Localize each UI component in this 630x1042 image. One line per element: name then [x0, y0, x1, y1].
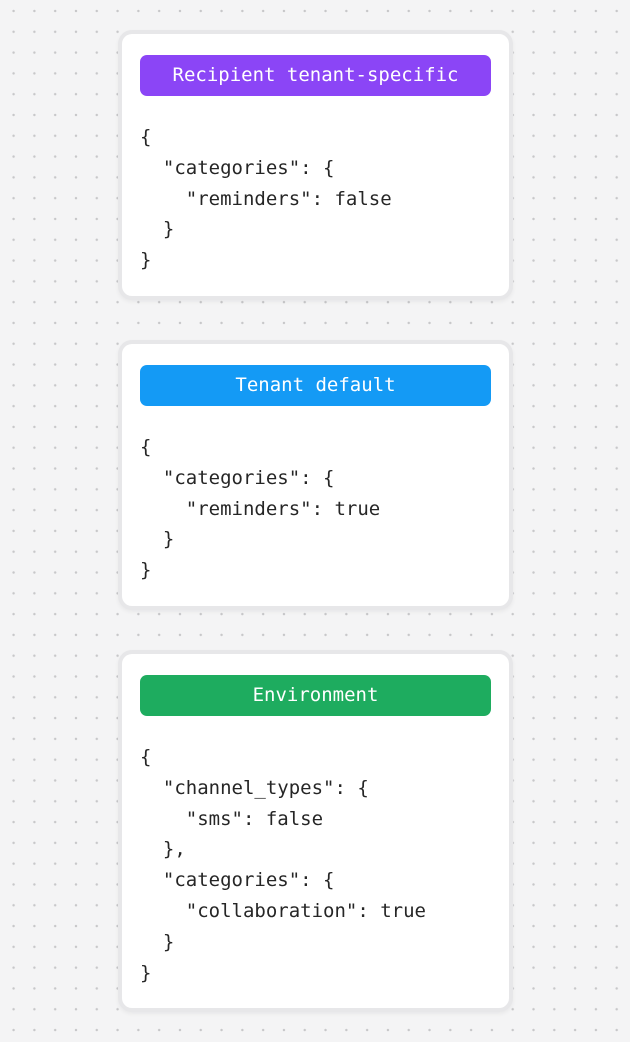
- badge-label: Recipient tenant-specific: [172, 64, 459, 86]
- badge-tenant-default: Tenant default: [140, 365, 491, 406]
- card-tenant-default: Tenant default { "categories": { "remind…: [118, 340, 513, 610]
- json-code-block: { "channel_types": { "sms": false }, "ca…: [140, 746, 426, 984]
- card-environment: Environment { "channel_types": { "sms": …: [118, 650, 513, 1012]
- badge-label: Environment: [252, 684, 379, 706]
- json-code-block: { "categories": { "reminders": true } }: [140, 436, 381, 582]
- card-recipient-tenant-specific: Recipient tenant-specific { "categories"…: [118, 30, 513, 300]
- badge-environment: Environment: [140, 675, 491, 716]
- json-code-block: { "categories": { "reminders": false } }: [140, 126, 392, 272]
- badge-label: Tenant default: [235, 374, 396, 396]
- badge-recipient-tenant-specific: Recipient tenant-specific: [140, 55, 491, 96]
